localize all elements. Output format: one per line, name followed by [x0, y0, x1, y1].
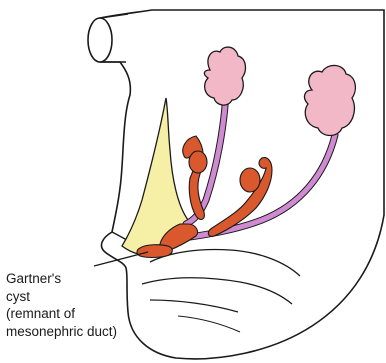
label-line-4: mesonephric duct) [6, 323, 206, 341]
cylinder-opening [88, 18, 112, 62]
label-line-1: Gartner's [6, 270, 206, 288]
gartners-cyst-label: Gartner's cyst (remnant of mesonephric d… [6, 270, 206, 340]
label-line-2: cyst [6, 288, 206, 306]
label-line-3: (remnant of [6, 305, 206, 323]
gartners-cyst-shape [137, 245, 172, 258]
ovary-left [204, 47, 245, 105]
ovary-right [305, 65, 356, 135]
